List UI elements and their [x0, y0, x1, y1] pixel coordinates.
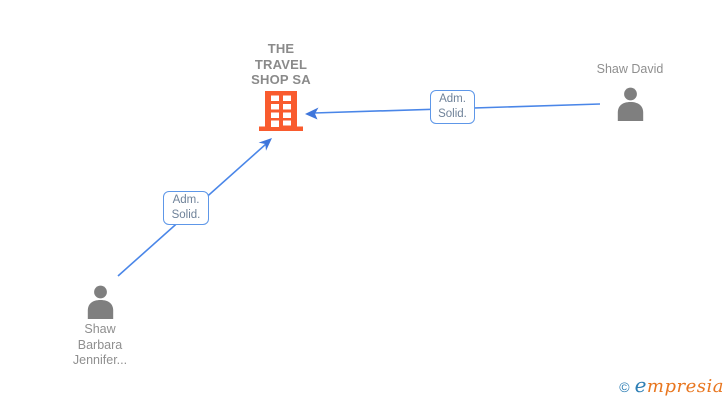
copyright-icon: © [619, 379, 630, 395]
edge-label-adm-solid-left[interactable]: Adm. Solid. [163, 191, 209, 225]
edge-label-adm-solid-right[interactable]: Adm. Solid. [430, 90, 475, 124]
person-icon [617, 87, 644, 121]
empresia-logo[interactable]: © empresia [619, 373, 724, 397]
arrowhead-icon [305, 107, 319, 120]
brand-letter-e: e [634, 373, 647, 397]
person-node-label: Shaw David [596, 62, 664, 76]
person-node-label: Shaw Barbara Jennifer... [72, 322, 128, 367]
company-node-label: THE TRAVEL SHOP SA [251, 41, 311, 87]
empresia-brand-text: empresia [635, 373, 724, 397]
brand-rest-text: mpresia [646, 376, 724, 397]
arrowhead-icon [258, 138, 272, 151]
building-icon [259, 91, 303, 131]
person-icon [87, 285, 114, 319]
